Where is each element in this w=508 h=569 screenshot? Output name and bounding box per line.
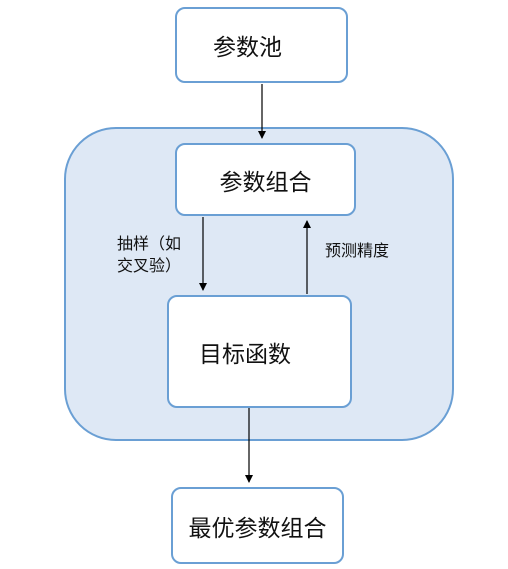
parameter-pool-node: 参数池 (175, 7, 348, 83)
parameter-pool-label: 参数池 (213, 35, 282, 61)
best-parameter-combination-node: 最优参数组合 (171, 487, 344, 564)
parameter-combination-label: 参数组合 (219, 169, 312, 196)
sampling-edge-label: 抽样（如 交叉验） (117, 234, 182, 275)
accuracy-edge-label: 预测精度 (325, 241, 390, 260)
best-parameter-combination-label: 最优参数组合 (188, 515, 327, 542)
parameter-combination-node: 参数组合 (175, 143, 356, 216)
objective-function-label: 目标函数 (199, 341, 291, 368)
objective-function-node: 目标函数 (167, 295, 352, 408)
